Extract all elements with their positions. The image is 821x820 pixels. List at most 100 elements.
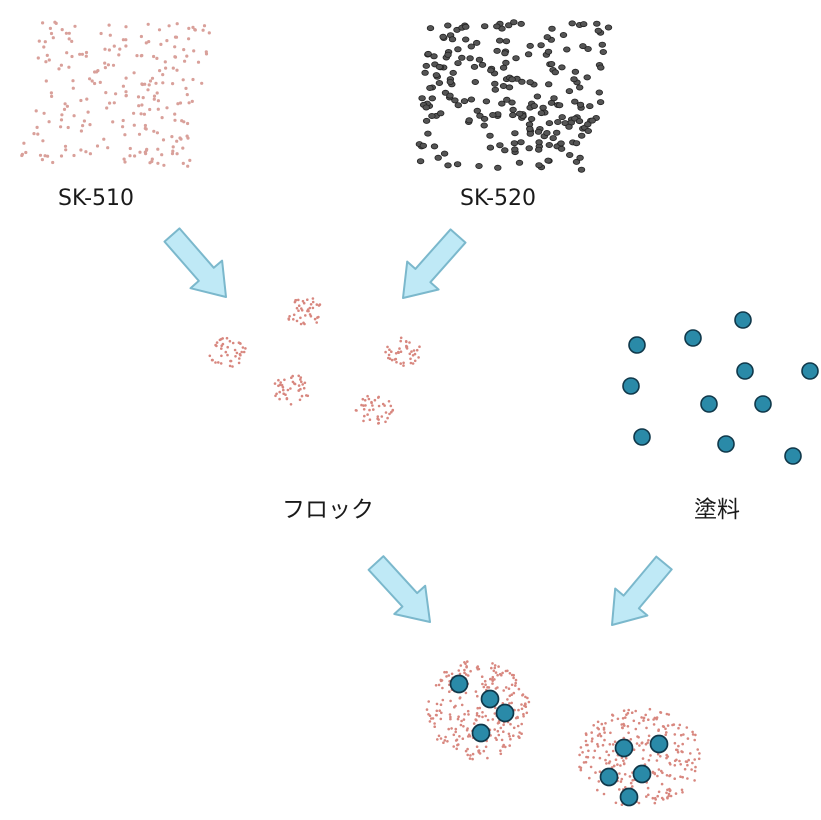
floc-particle (466, 727, 469, 730)
fine-particle (171, 149, 175, 153)
floc-particle (602, 728, 606, 731)
fine-particle (162, 163, 166, 167)
dark-particle (473, 107, 481, 114)
floc-particle (659, 711, 662, 714)
floc-particle (666, 755, 670, 758)
floc-particle (466, 735, 470, 738)
fine-particle (173, 55, 177, 59)
dark-particle (465, 117, 473, 124)
floc-particle (408, 341, 411, 344)
floc-particle (405, 347, 409, 350)
dark-particle (527, 116, 536, 123)
floc-particle (684, 760, 688, 763)
fine-particle (190, 99, 194, 103)
floc-particle (668, 774, 671, 778)
floc-particle (507, 732, 511, 736)
floc-particle (435, 702, 439, 706)
floc-particle (596, 726, 599, 730)
fine-particle (191, 77, 195, 82)
floc-particle (477, 667, 481, 671)
floc-particle (456, 717, 460, 721)
fine-particle (207, 31, 211, 35)
fine-particle (71, 79, 75, 83)
floc-particle (383, 404, 386, 407)
fine-particle (85, 97, 89, 101)
floc-particle (452, 745, 456, 748)
fine-particle (184, 86, 188, 90)
floc-particle (629, 738, 633, 741)
fine-particle (155, 131, 159, 135)
floc-particle (244, 347, 247, 350)
paint-particles (622, 311, 819, 465)
dark-particle (428, 113, 436, 120)
floc-particle (656, 794, 659, 798)
floc-particle (666, 796, 669, 799)
floc-particle (497, 665, 500, 668)
dark-particle (515, 159, 524, 166)
floc-particle (626, 725, 630, 728)
floc-particle (458, 672, 462, 676)
dark-particle (454, 102, 462, 109)
fine-particle (108, 33, 112, 37)
dark-particle (437, 110, 445, 117)
floc-particle (507, 687, 511, 690)
floc-particle (629, 781, 633, 785)
floc-particle (619, 764, 622, 767)
fine-particle (47, 120, 51, 124)
fine-particle (167, 24, 171, 28)
floc-particle (217, 361, 220, 364)
floc-particle (665, 791, 668, 795)
dark-particle (470, 63, 479, 70)
fine-particle (79, 98, 83, 103)
floc-particle (486, 756, 489, 760)
fine-particle (64, 31, 68, 35)
floc-particle (517, 687, 521, 691)
dark-particle (579, 43, 587, 50)
arrow-icon (402, 228, 467, 299)
floc-particle (367, 397, 371, 401)
fine-particle (105, 106, 109, 110)
floc-particle (388, 348, 391, 352)
floc-particle (457, 669, 461, 672)
fine-particle (186, 164, 190, 168)
fine-particle (86, 110, 90, 114)
floc-particle (508, 694, 512, 698)
floc-particle (368, 408, 371, 412)
dark-particle (547, 61, 556, 68)
dark-particle (526, 42, 534, 49)
dark-particle (586, 103, 594, 110)
fine-particle (40, 158, 45, 162)
floc-particle (690, 768, 693, 771)
floc-particle (454, 739, 458, 742)
floc-particle (598, 732, 601, 736)
floc-particle (693, 758, 696, 761)
fine-particle (124, 25, 128, 29)
dark-particle (526, 125, 534, 132)
floc-particle (582, 761, 586, 764)
dark-particle (462, 23, 470, 30)
fine-particle (175, 22, 179, 26)
floc-particle (651, 796, 655, 800)
dark-particle (439, 33, 447, 40)
fine-particle (64, 148, 68, 152)
floc-particle (433, 722, 436, 725)
dark-particle (508, 76, 516, 83)
dark-particle (491, 80, 499, 87)
floc-particle (454, 704, 457, 708)
dark-particle (502, 38, 511, 45)
floc-particle (524, 702, 527, 705)
fine-particle (144, 148, 149, 152)
floc-particle (317, 315, 320, 319)
floc-particle (481, 711, 484, 714)
floc-particle (494, 706, 497, 710)
floc-particle (614, 801, 618, 805)
floc-particle (646, 741, 649, 745)
fine-particle (37, 39, 41, 43)
floc-particle (512, 673, 515, 677)
floc-particle (481, 682, 484, 686)
floc-particle (491, 682, 494, 685)
floc-particle (289, 387, 292, 390)
fine-particle (79, 148, 83, 152)
fine-particle (140, 103, 144, 107)
floc-particle (469, 754, 472, 757)
